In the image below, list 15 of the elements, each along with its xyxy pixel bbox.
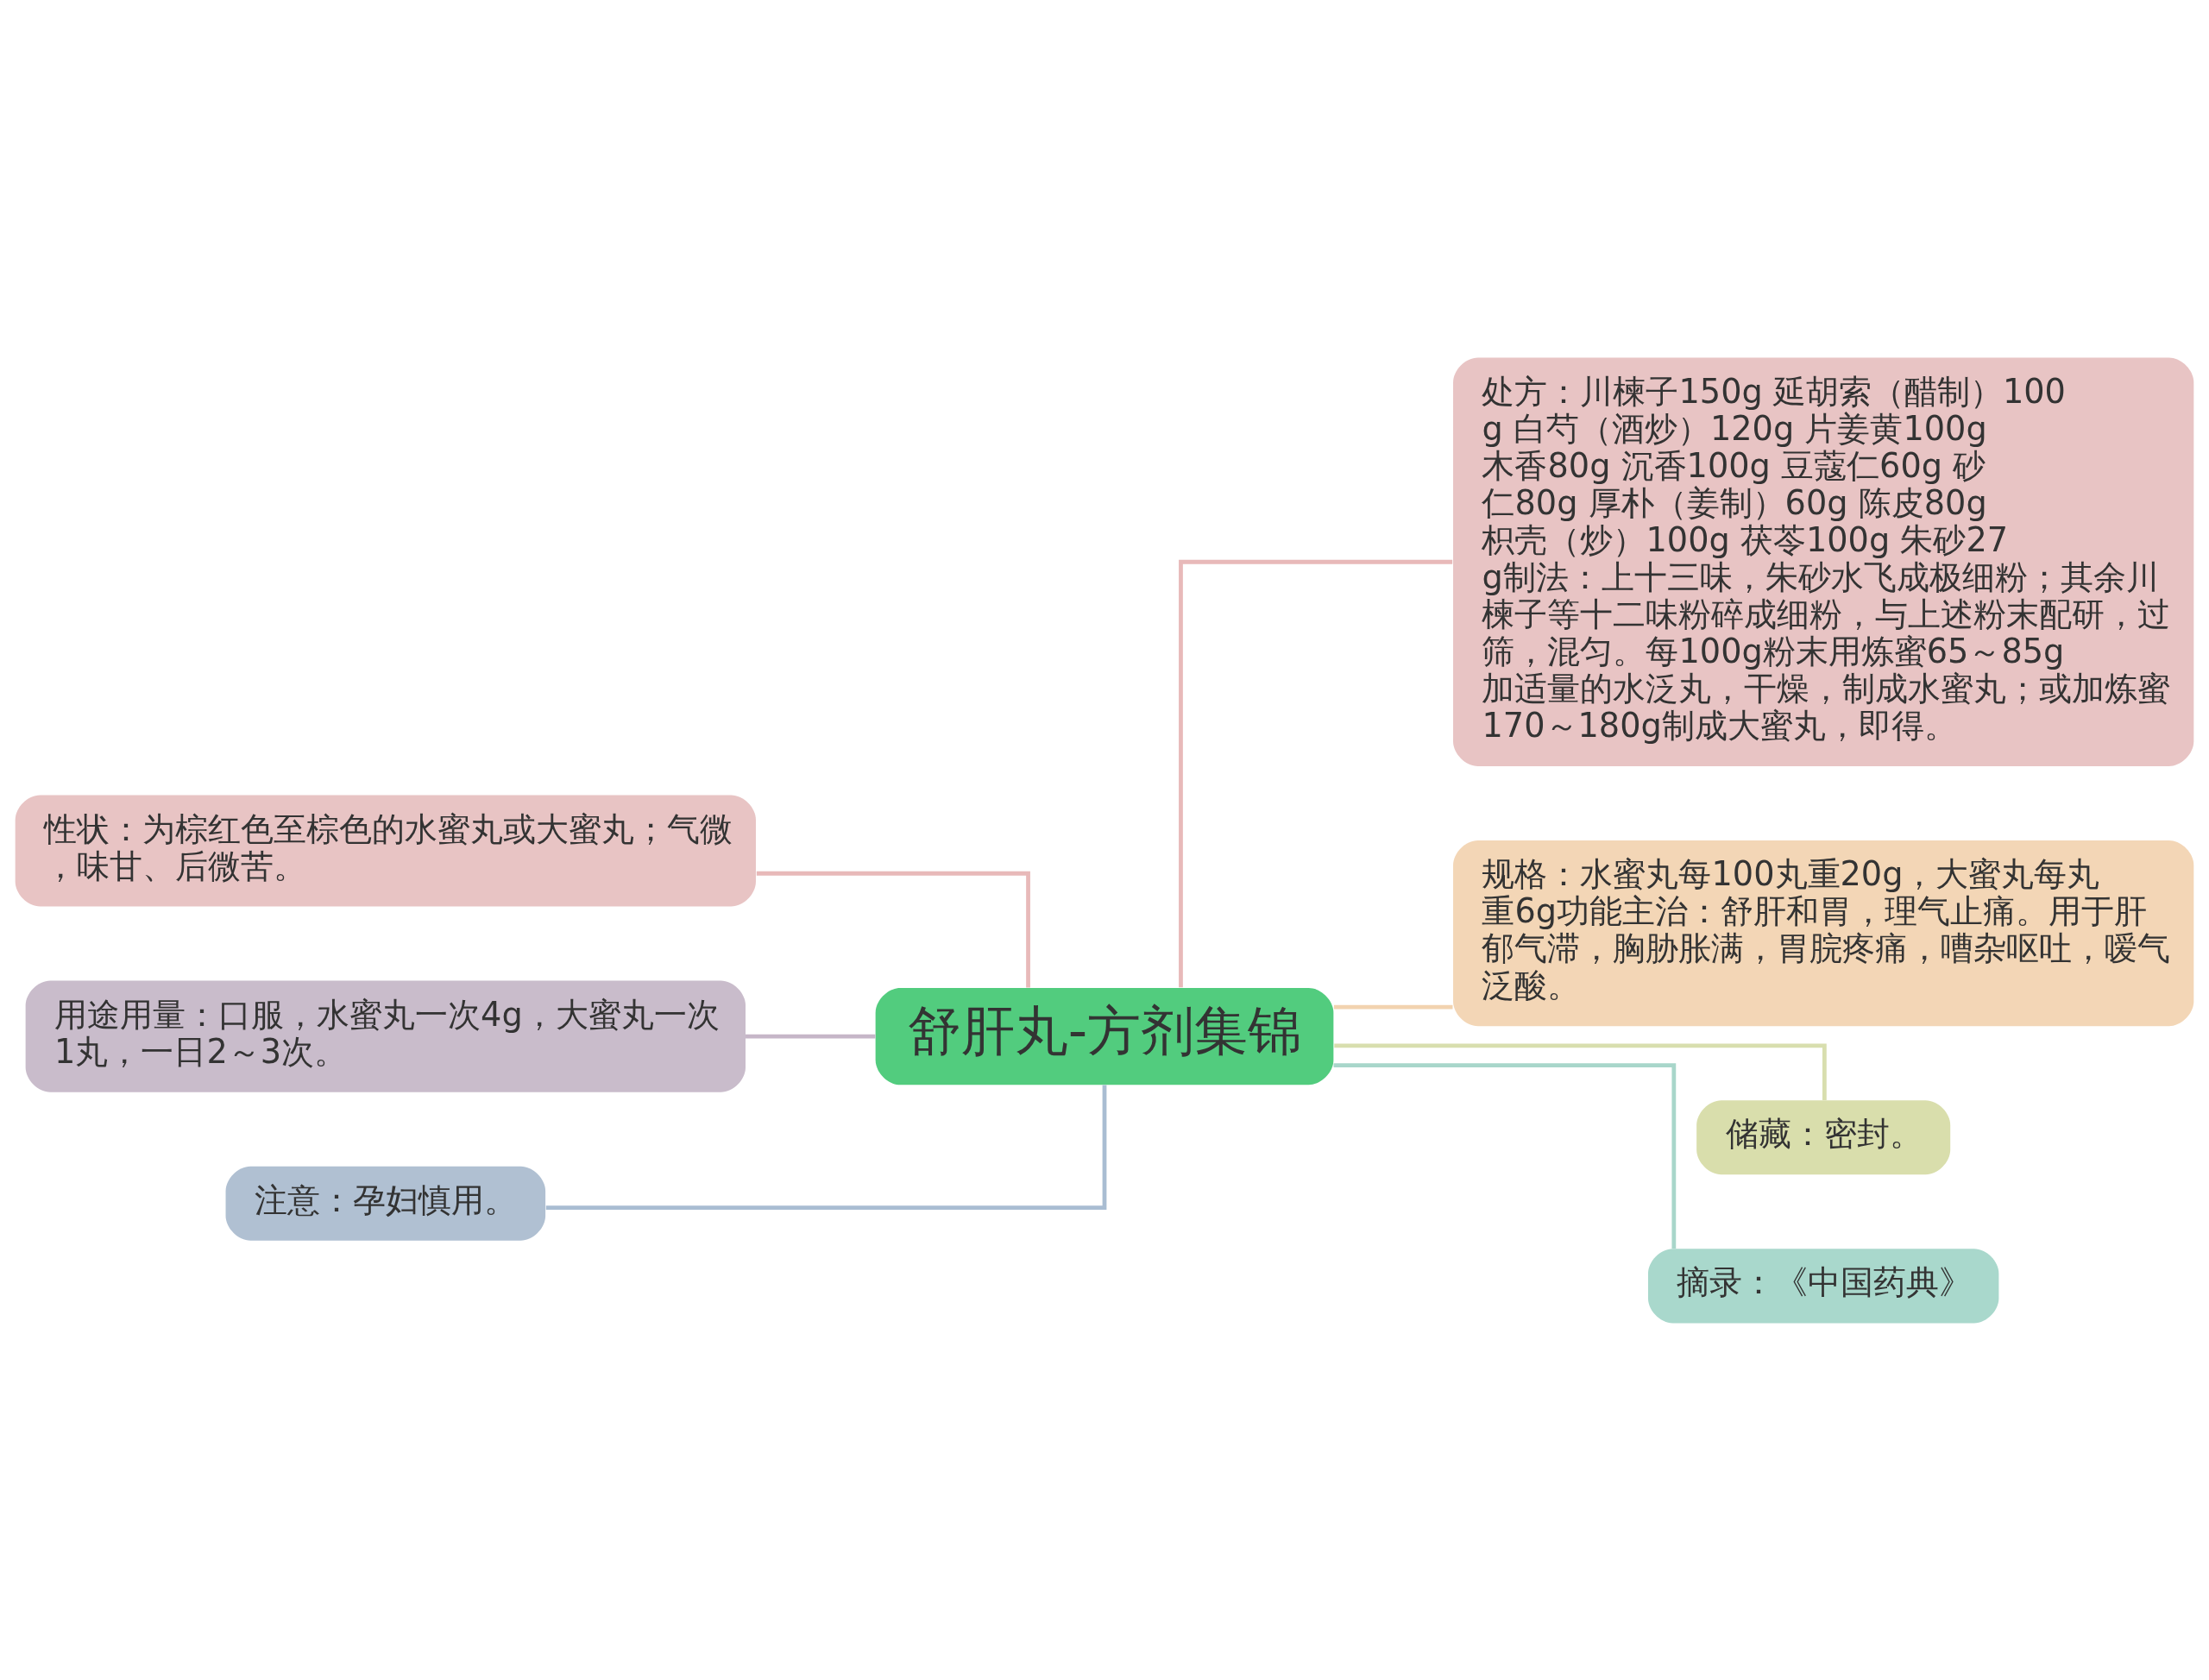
- node-box: 用途用量：口服，水蜜丸一次4g，大蜜丸一次1丸，一日2～3次。: [25, 980, 746, 1092]
- node-box: 性状：为棕红色至棕色的水蜜丸或大蜜丸；气微，味甘、后微苦。: [15, 794, 756, 906]
- node-box: 注意：孕妇慎用。: [225, 1166, 546, 1241]
- connector: [1333, 1004, 1453, 1009]
- node-box: 储藏：密封。: [1696, 1099, 1951, 1174]
- connector: [756, 871, 1030, 987]
- node-box: 舒肝丸-方剂集锦: [875, 987, 1334, 1085]
- connector: [1334, 1043, 1827, 1100]
- connector: [1333, 1062, 1677, 1249]
- node-box: 摘录：《中国药典》: [1647, 1248, 1999, 1323]
- connector: [746, 1034, 876, 1038]
- node-box: 处方：川楝子150g 延胡索（醋制）100g 白芍（酒炒）120g 片姜黄100g 木香80g 沉香100g 豆蔻仁60g 砂仁80g 厚朴（姜制）60g 陈皮80g 枳壳（炒）100g 茯苓100g 朱砂27g制法：上十三味，朱砂水飞成极细粉；其余川楝子等十二味粉碎成细粉，与上述粉末配研，过筛，混匀。每100g粉末用炼蜜65～85g加适量的水泛丸，干燥，制成水蜜丸；或加炼蜜170～180g制成大蜜丸，即得。: [1453, 357, 2194, 766]
- connector: [1179, 559, 1453, 987]
- connector: [545, 1084, 1107, 1210]
- node-box: 规格：水蜜丸每100丸重20g，大蜜丸每丸重6g功能主治：舒肝和胃，理气止痛。用于肝郁气滞，胸胁胀满，胃脘疼痛，嘈杂呕吐，嗳气泛酸。: [1453, 840, 2194, 1026]
